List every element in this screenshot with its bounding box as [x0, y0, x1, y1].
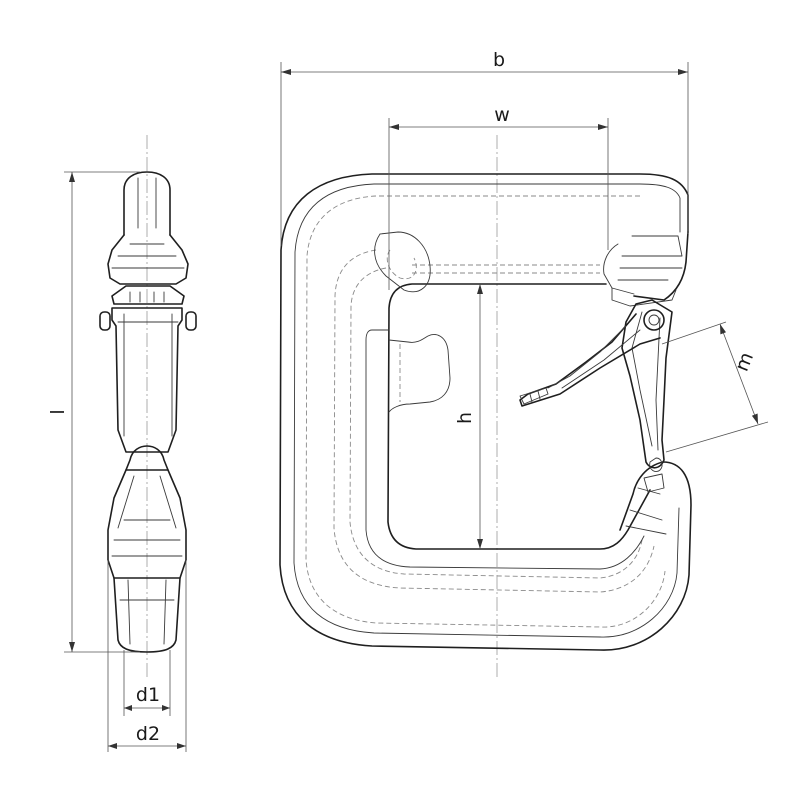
side-bottom — [113, 577, 181, 653]
label-d2: d2 — [136, 723, 160, 745]
latch-housing — [611, 287, 677, 307]
dimension-w: w — [388, 104, 609, 290]
inner-tongue — [388, 334, 451, 413]
front-view — [279, 135, 692, 680]
dim-m-line — [719, 323, 759, 425]
hook-hidden-line-4 — [412, 264, 600, 274]
side-lower-nose — [107, 469, 187, 579]
dim-w-arrow-left — [389, 124, 399, 130]
label-d1: d1 — [136, 684, 160, 706]
hook-hidden-line-3 — [349, 267, 643, 579]
dim-m-ext-bottom — [665, 421, 769, 453]
dim-l-arrow-top — [69, 172, 75, 182]
side-bottom-inner — [119, 579, 175, 645]
dim-d2-arrow-right — [177, 743, 186, 749]
dim-h-arrow-top — [477, 284, 483, 294]
hook-outer-contour — [279, 173, 692, 651]
dim-l-arrow-bottom — [69, 642, 75, 652]
hook-outer-edge — [293, 183, 681, 638]
label-h: h — [454, 412, 476, 424]
dim-m-ext-top — [661, 321, 727, 345]
side-body — [111, 307, 183, 453]
latch-pivot — [643, 309, 665, 331]
lower-nose-tip — [643, 473, 665, 493]
latch-arm-edge — [631, 311, 661, 451]
lower-nose — [619, 461, 664, 531]
label-b: b — [493, 49, 505, 71]
latch-lever-edge — [547, 325, 641, 389]
dim-d2-arrow-left — [108, 743, 117, 749]
side-top-eye — [123, 171, 171, 236]
dim-m-arrow-top — [720, 324, 726, 335]
side-pivot-right — [185, 311, 197, 331]
upper-left-lobe-hidden — [386, 249, 417, 280]
side-housing-detail — [129, 291, 165, 303]
dimension-m: m — [661, 321, 769, 453]
dim-b-arrow-right — [678, 69, 688, 75]
latch-lever — [519, 313, 661, 407]
upper-left-lobe — [374, 231, 431, 293]
dimension-l: l — [47, 171, 140, 653]
dim-w-arrow-right — [598, 124, 608, 130]
dimension-h: h — [454, 284, 483, 549]
latch-pivot-inner — [648, 314, 660, 326]
dim-b-arrow-left — [281, 69, 291, 75]
latch-tip-pin — [649, 457, 663, 473]
side-shoulder-detail — [111, 243, 185, 269]
dimension-d2: d2 — [107, 560, 187, 752]
side-pivot-left — [99, 311, 111, 331]
upper-nose — [633, 231, 689, 301]
side-shoulder — [107, 234, 189, 285]
label-m: m — [731, 349, 758, 374]
label-l: l — [47, 409, 69, 414]
dim-h-arrow-bottom — [477, 539, 483, 549]
hook-inner-edge — [365, 329, 645, 570]
dimension-d1: d1 — [123, 650, 171, 716]
hook-inner-opening — [387, 283, 651, 550]
dim-d1-arrow-left — [124, 705, 132, 711]
hook-hidden-line-1 — [305, 195, 666, 628]
hook-hidden-line-2 — [333, 249, 655, 593]
upper-nose-detail — [603, 235, 683, 295]
latch-arm — [621, 299, 673, 469]
latch-lever-tip — [519, 387, 549, 405]
dim-m-arrow-bottom — [751, 413, 758, 424]
side-housing — [111, 285, 185, 305]
side-lower-nose-detail — [111, 475, 183, 557]
side-top-eye-inner — [137, 177, 157, 229]
dim-d1-arrow-right — [162, 705, 170, 711]
label-w: w — [494, 104, 510, 126]
side-body-inner — [117, 313, 179, 437]
dimension-b: b — [280, 49, 689, 246]
lower-nose-inner — [625, 487, 667, 535]
side-view — [99, 135, 197, 680]
side-waist — [125, 445, 169, 471]
